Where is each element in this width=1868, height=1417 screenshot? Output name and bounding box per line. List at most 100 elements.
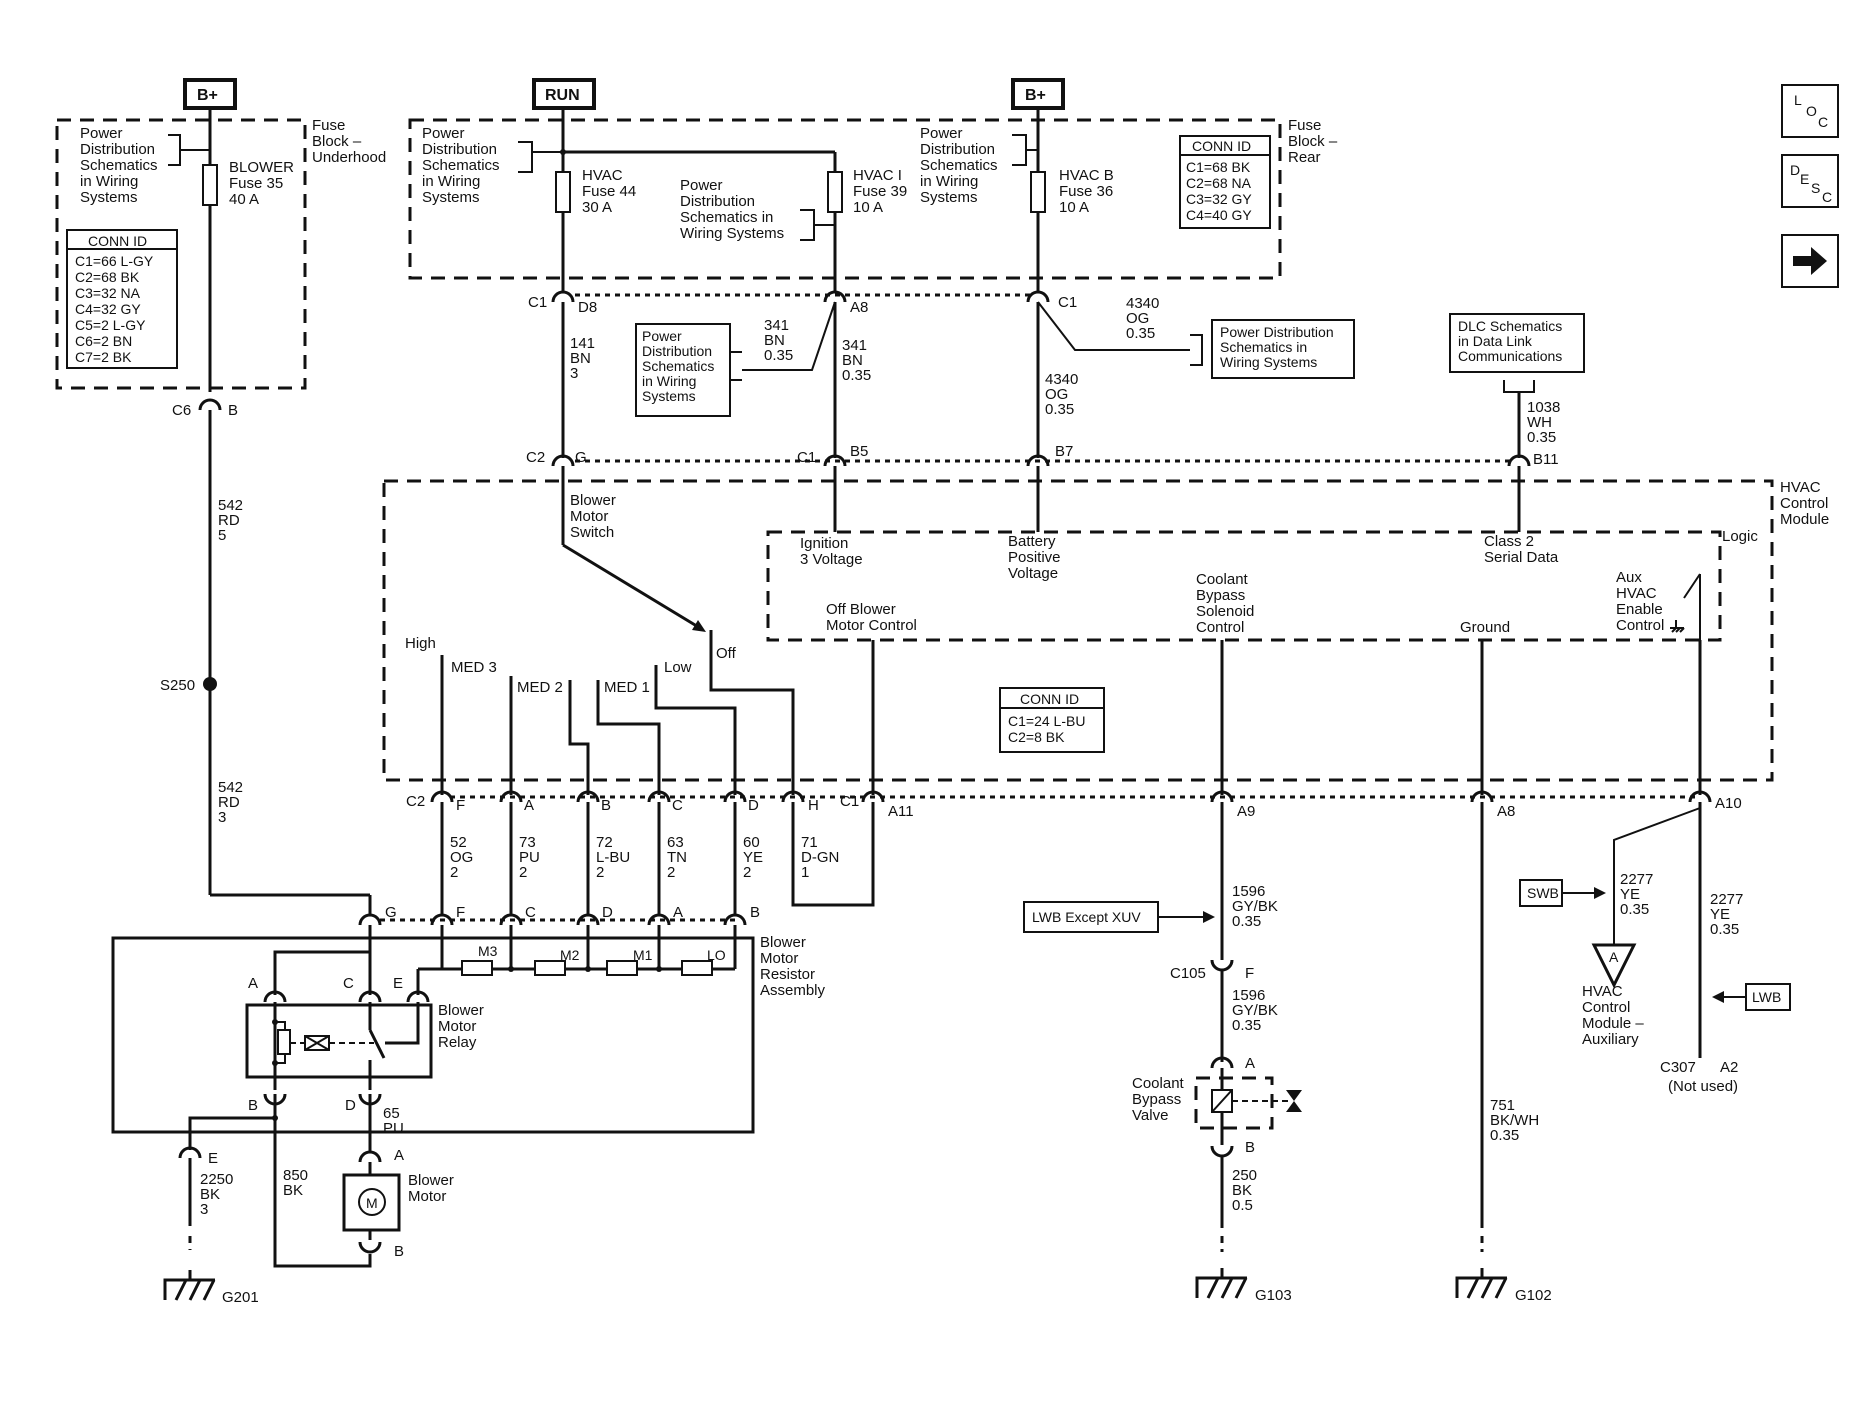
svg-text:C4=32 GY: C4=32 GY <box>75 301 141 317</box>
svg-text:D-GN: D-GN <box>801 849 839 866</box>
svg-text:C: C <box>1822 189 1832 205</box>
svg-text:3: 3 <box>218 809 226 826</box>
svg-text:O: O <box>1806 103 1817 119</box>
svg-text:L-BU: L-BU <box>596 849 630 866</box>
svg-text:Systems: Systems <box>920 189 978 206</box>
svg-text:CONN ID: CONN ID <box>88 233 147 249</box>
speed-wires: 52 OG 2 73 PU 2 72 L-BU 2 63 TN 2 60 YE … <box>440 802 875 915</box>
svg-text:C2: C2 <box>406 793 425 810</box>
wire-542: C6 B 542 RD 5 S250 542 RD 3 <box>160 398 372 915</box>
svg-text:C: C <box>672 797 683 814</box>
svg-text:Power: Power <box>642 328 682 344</box>
svg-text:TN: TN <box>667 849 687 866</box>
svg-text:1038: 1038 <box>1527 399 1560 416</box>
blower-motor: 65 PU A M Blower Motor B 850 BK <box>272 1094 454 1268</box>
desc-button[interactable]: D E S C <box>1781 154 1839 208</box>
svg-text:250: 250 <box>1232 1167 1257 1184</box>
svg-text:Communications: Communications <box>1458 348 1562 364</box>
svg-text:Fuse: Fuse <box>1288 117 1321 134</box>
svg-text:Distribution: Distribution <box>422 141 497 158</box>
svg-text:Solenoid: Solenoid <box>1196 603 1254 620</box>
svg-text:C: C <box>343 975 354 992</box>
svg-text:HVAC: HVAC <box>582 167 623 184</box>
svg-text:PU: PU <box>383 1120 404 1137</box>
svg-text:Class 2: Class 2 <box>1484 533 1534 550</box>
svg-text:Switch: Switch <box>570 524 614 541</box>
svg-text:Block –: Block – <box>1288 133 1338 150</box>
svg-text:2: 2 <box>519 864 527 881</box>
svg-text:B: B <box>248 1097 258 1114</box>
svg-text:0.35: 0.35 <box>1045 401 1074 418</box>
svg-text:C2=68 NA: C2=68 NA <box>1186 175 1252 191</box>
svg-text:Auxiliary: Auxiliary <box>1582 1031 1639 1048</box>
svg-text:63: 63 <box>667 834 684 851</box>
svg-text:D: D <box>345 1097 356 1114</box>
svg-text:Control: Control <box>1582 999 1630 1016</box>
svg-text:Distribution: Distribution <box>680 193 755 210</box>
svg-text:F: F <box>456 904 465 921</box>
svg-text:Relay: Relay <box>438 1034 477 1051</box>
svg-text:A8: A8 <box>1497 803 1515 820</box>
svg-text:C2=8 BK: C2=8 BK <box>1008 729 1065 745</box>
svg-text:C7=2 BK: C7=2 BK <box>75 349 132 365</box>
svg-text:B: B <box>601 797 611 814</box>
svg-text:C: C <box>525 904 536 921</box>
svg-text:542: 542 <box>218 779 243 796</box>
coolant-bypass-circuit: LWB Except XUV 1596 GY/BK 0.35 C105 F 15… <box>1023 802 1278 1072</box>
svg-text:Schematics in: Schematics in <box>1220 339 1307 355</box>
svg-text:CONN ID: CONN ID <box>1192 138 1251 154</box>
svg-text:A9: A9 <box>1237 803 1255 820</box>
svg-text:Module: Module <box>1780 511 1829 528</box>
arrow-right-icon <box>1793 247 1827 275</box>
svg-text:BK: BK <box>1232 1182 1252 1199</box>
svg-text:in Wiring: in Wiring <box>80 173 138 190</box>
svg-text:LWB Except XUV: LWB Except XUV <box>1032 909 1141 925</box>
svg-text:2: 2 <box>596 864 604 881</box>
svg-text:141: 141 <box>570 335 595 352</box>
svg-text:LWB: LWB <box>1752 989 1781 1005</box>
svg-text:C1: C1 <box>1058 294 1077 311</box>
svg-text:Bypass: Bypass <box>1132 1091 1181 1108</box>
svg-text:0.35: 0.35 <box>1620 901 1649 918</box>
svg-text:4340: 4340 <box>1045 371 1078 388</box>
svg-text:HVAC: HVAC <box>1616 585 1657 602</box>
svg-text:Positive: Positive <box>1008 549 1061 566</box>
svg-text:RUN: RUN <box>545 87 580 104</box>
svg-text:0.35: 0.35 <box>1710 921 1739 938</box>
svg-text:Motor Control: Motor Control <box>826 617 917 634</box>
svg-text:MED 1: MED 1 <box>604 679 650 696</box>
wire-141: 141 BN 3 <box>561 302 595 458</box>
svg-text:C1: C1 <box>840 793 859 810</box>
svg-text:C6=2 BN: C6=2 BN <box>75 333 132 349</box>
svg-text:Module –: Module – <box>1582 1015 1644 1032</box>
svg-text:E: E <box>393 975 403 992</box>
svg-text:M: M <box>366 1195 378 1211</box>
svg-text:B: B <box>394 1243 404 1260</box>
power-dist-ref-a: Power Distribution Schematics in Wiring … <box>635 323 731 417</box>
svg-text:4340: 4340 <box>1126 295 1159 312</box>
svg-text:Motor: Motor <box>570 508 608 525</box>
svg-text:850: 850 <box>283 1167 308 1184</box>
svg-text:B+: B+ <box>1025 87 1046 104</box>
svg-text:RD: RD <box>218 794 240 811</box>
svg-text:Ground: Ground <box>1460 619 1510 636</box>
svg-text:A: A <box>1245 1055 1255 1072</box>
svg-text:A: A <box>394 1147 404 1164</box>
svg-text:Schematics: Schematics <box>422 157 500 174</box>
svg-text:Distribution: Distribution <box>920 141 995 158</box>
next-page-button[interactable] <box>1781 234 1839 288</box>
svg-text:3 Voltage: 3 Voltage <box>800 551 863 568</box>
fuse-block-underhood: Fuse Block – Underhood Power Distributio… <box>55 117 386 392</box>
svg-text:L: L <box>1794 92 1802 108</box>
svg-text:HVAC I: HVAC I <box>853 167 902 184</box>
svg-text:751: 751 <box>1490 1097 1515 1114</box>
svg-text:BK: BK <box>200 1186 220 1203</box>
svg-text:M1: M1 <box>633 947 653 963</box>
connector-row-c1-upper: C1 D8 A8 C1 <box>528 290 1077 316</box>
svg-text:Wiring Systems: Wiring Systems <box>1220 354 1317 370</box>
svg-text:C4=40 GY: C4=40 GY <box>1186 207 1252 223</box>
svg-text:71: 71 <box>801 834 818 851</box>
svg-text:Control: Control <box>1196 619 1244 636</box>
loc-button[interactable]: L O C <box>1781 84 1839 138</box>
svg-text:0.5: 0.5 <box>1232 1197 1253 1214</box>
